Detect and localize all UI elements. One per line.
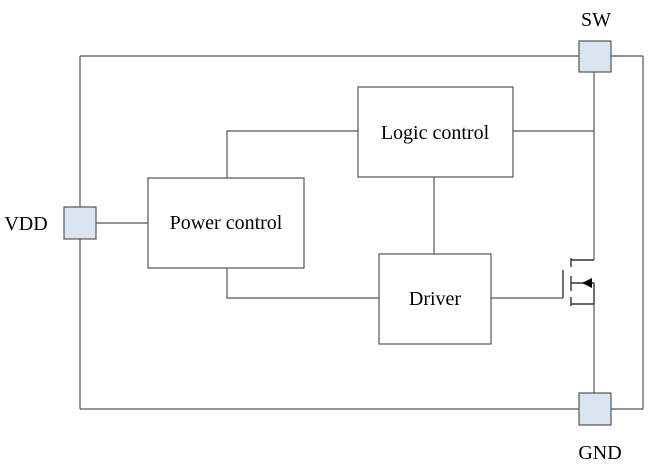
driver-label: Driver [409,288,462,310]
logic-control-block: Logic control [357,86,514,178]
wiring [96,72,595,393]
power-control-label: Power control [170,212,283,234]
power-control-block: Power control [147,177,305,269]
vdd-pin-label: VDD [4,213,47,235]
sw-pin-label: SW [581,9,611,31]
driver-block: Driver [378,253,492,345]
vdd-pin: VDD [4,206,97,240]
nmos-transistor-icon [562,258,595,306]
gnd-pin: GND [578,392,622,464]
sw-pin: SW [578,9,612,73]
chip-boundary [79,55,644,410]
gnd-pin-label: GND [578,442,621,464]
logic-control-label: Logic control [381,122,490,144]
